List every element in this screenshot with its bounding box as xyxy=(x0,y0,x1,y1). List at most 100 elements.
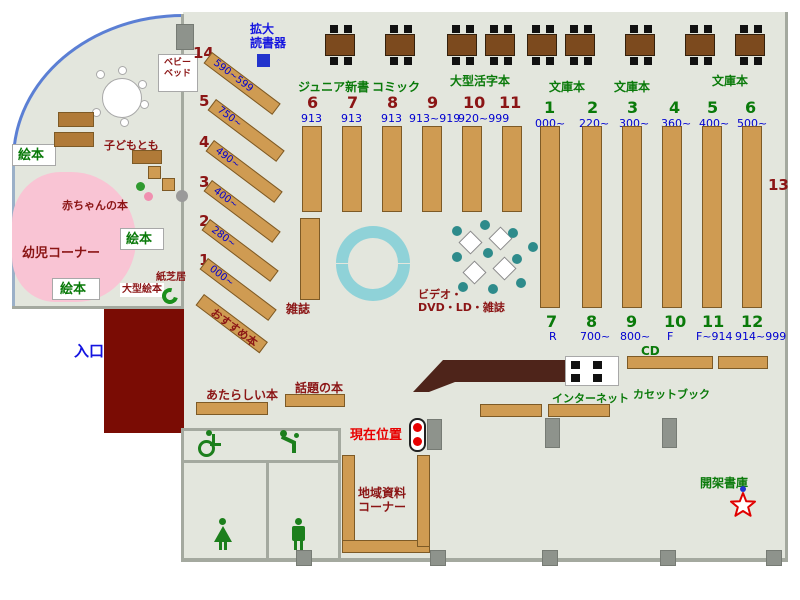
shelf-range: F xyxy=(667,330,674,343)
stool xyxy=(516,278,526,288)
wall-children-bottom xyxy=(12,306,184,309)
icon-part xyxy=(198,440,215,457)
icon-part xyxy=(214,526,232,542)
reading-table xyxy=(685,25,715,65)
icon-part xyxy=(280,430,287,437)
icon-part xyxy=(294,433,299,438)
ehon-label-2: 絵本 xyxy=(126,232,153,247)
reading-table xyxy=(735,25,765,65)
icon-part xyxy=(219,542,222,550)
stool xyxy=(483,248,493,258)
icon-part xyxy=(224,542,227,550)
kids-cushion xyxy=(144,192,153,201)
bookshelf xyxy=(702,126,722,308)
magnifier-label: 拡大 読書器 xyxy=(250,22,287,51)
kids-chair xyxy=(140,100,149,109)
pc-terminal xyxy=(593,374,602,382)
icon-part xyxy=(295,518,302,525)
diag-shelf-num-4: 4 xyxy=(199,133,210,151)
kids-chair xyxy=(138,80,147,89)
shelf-num: 6 xyxy=(307,93,319,112)
shelf-num: 1 xyxy=(544,98,556,117)
low-shelf xyxy=(548,404,610,417)
shelf-range: 913~919 xyxy=(409,112,461,125)
kids-round-table xyxy=(102,78,142,118)
category-bunko-2: 文庫本 xyxy=(614,80,651,94)
icon-part xyxy=(300,541,303,550)
pillar xyxy=(545,418,560,448)
shelf-num: 6 xyxy=(745,98,757,117)
video-corner-label: ビデオ・ DVD・LD・雑誌 xyxy=(418,288,505,315)
toilet-wall xyxy=(181,428,341,431)
kids-chair xyxy=(96,70,105,79)
reading-table xyxy=(485,25,515,65)
shelf-num: 9 xyxy=(427,93,439,112)
shelf-num: 11 xyxy=(702,312,725,331)
magazines-label: 雑誌 xyxy=(286,302,311,316)
internet-label: インターネット xyxy=(552,392,629,405)
low-shelf xyxy=(480,404,542,417)
reading-table xyxy=(385,25,415,65)
kids-table xyxy=(132,150,162,164)
entrance-label: 入口 xyxy=(74,342,105,360)
icon-part xyxy=(219,518,226,525)
bookshelf xyxy=(540,126,560,308)
ehon-shelf xyxy=(12,144,56,166)
pc-terminal xyxy=(593,361,602,369)
shelf-range: F~914 xyxy=(696,330,733,343)
bookshelf xyxy=(582,126,602,308)
shelf-range: 913 xyxy=(301,112,322,125)
category-bunko-1: 文庫本 xyxy=(549,80,586,94)
stool xyxy=(452,226,462,236)
cd-shelf xyxy=(627,356,713,369)
shelf-num: 8 xyxy=(387,93,399,112)
pillar xyxy=(662,418,677,448)
stool xyxy=(452,252,462,262)
women-toilet-icon xyxy=(214,518,232,550)
stool xyxy=(512,254,522,264)
shelf-range: 913 xyxy=(341,112,362,125)
internet-table xyxy=(565,356,619,386)
local-corner-label: 地域資料 コーナー xyxy=(357,486,406,515)
diag-shelf-num-2: 2 xyxy=(199,212,210,230)
marker-dot xyxy=(413,437,422,446)
open-stacks-label: 開架書庫 xyxy=(700,476,749,490)
bookshelf xyxy=(462,126,482,212)
pc-terminal xyxy=(571,374,580,382)
bookshelf xyxy=(622,126,642,308)
icon-part xyxy=(292,442,296,453)
kodomotomo-label: 子どもとも xyxy=(104,139,159,152)
baby-bed xyxy=(158,54,198,92)
topic-books-shelf xyxy=(285,394,345,407)
bookshelf xyxy=(502,126,522,212)
pillar-round xyxy=(176,190,188,202)
shelf-num: 10 xyxy=(664,312,687,331)
toilet-wall xyxy=(181,460,341,463)
star-accent xyxy=(740,486,746,492)
wall-children-divider xyxy=(181,14,184,310)
toddler-corner-label: 幼児コーナー xyxy=(22,246,101,261)
ogata-ehon-label: 大型絵本 xyxy=(120,283,164,297)
ehon-shelf xyxy=(52,278,100,300)
reading-table xyxy=(447,25,477,65)
stool xyxy=(488,284,498,294)
kids-cushion xyxy=(136,182,145,191)
shelf-range: 914~999 xyxy=(735,330,787,343)
reading-table xyxy=(325,25,355,65)
bookshelf xyxy=(662,126,682,308)
icon-part xyxy=(292,526,305,541)
service-counter xyxy=(413,360,565,392)
shelf-range: 700~ xyxy=(580,330,611,343)
icon-part xyxy=(206,430,212,436)
pillar xyxy=(660,550,676,566)
stool xyxy=(508,228,518,238)
bookshelf xyxy=(422,126,442,212)
kamishibai-label: 紙芝居 xyxy=(156,272,186,283)
shelf-range: R xyxy=(549,330,557,343)
new-books-label: あたらしい本 xyxy=(206,388,279,402)
shelf-num: 7 xyxy=(347,93,359,112)
pillar xyxy=(296,550,312,566)
open-stacks-star-icon xyxy=(730,492,756,517)
topic-books-label: 話題の本 xyxy=(295,381,344,395)
